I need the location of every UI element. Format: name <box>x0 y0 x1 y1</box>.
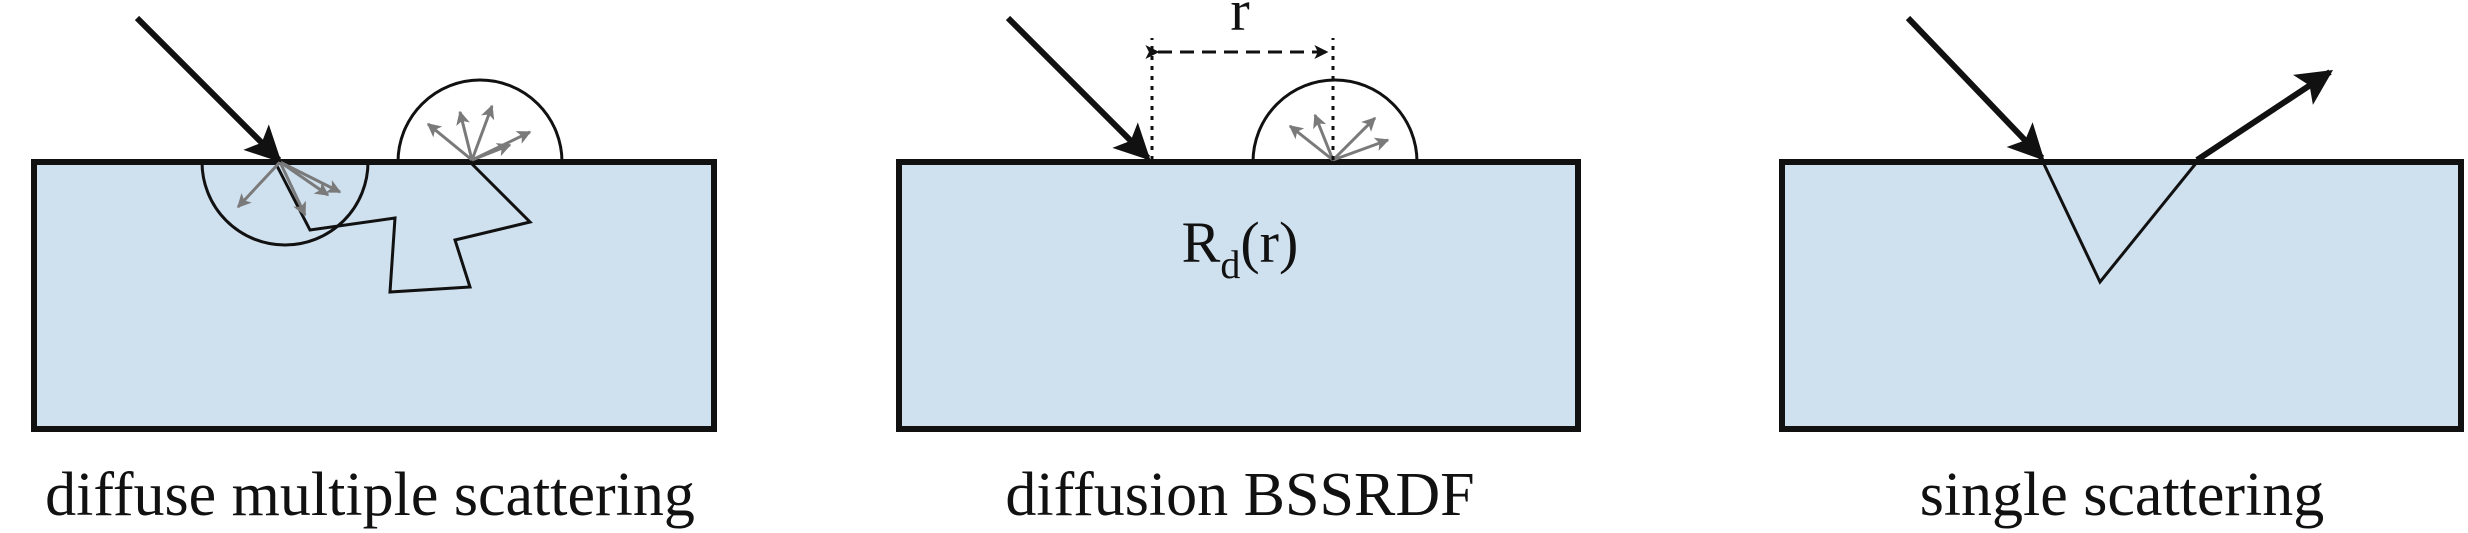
outgoing-arrow <box>2195 69 2334 163</box>
incident-arrow <box>134 15 282 163</box>
medium-slab <box>1779 159 2464 432</box>
entry-hemisphere <box>200 161 370 247</box>
distance-label: r <box>1230 0 1249 43</box>
exit-scatter-arrows <box>1288 113 1390 162</box>
random-walk-path <box>273 160 533 294</box>
profile-label-suffix: (r) <box>1240 210 1298 275</box>
incident-arrow <box>1005 15 1151 161</box>
profile-label-subscript: d <box>1220 242 1240 287</box>
caption-single: single scattering <box>1919 461 2325 529</box>
caption-diffuse-multiple: diffuse multiple scattering <box>45 461 695 529</box>
profile-label-base: R <box>1182 210 1221 275</box>
medium-slab <box>896 159 1581 432</box>
panel-diffusion-bssrdf: r Rd(r) <box>896 0 1581 432</box>
incident-arrow <box>1905 15 2045 161</box>
entry-scatter-arrows <box>236 160 342 217</box>
exit-hemisphere <box>396 78 564 163</box>
caption-diffusion-bssrdf: diffusion BSSRDF <box>1005 461 1475 529</box>
medium-slab <box>31 159 717 432</box>
exit-hemisphere <box>1251 78 1419 163</box>
panel-diffuse-multiple <box>31 15 717 432</box>
exit-scatter-arrows <box>426 104 532 162</box>
panel-single <box>1779 15 2464 432</box>
profile-label: Rd(r) <box>1182 210 1299 287</box>
single-scatter-path <box>2041 161 2199 285</box>
